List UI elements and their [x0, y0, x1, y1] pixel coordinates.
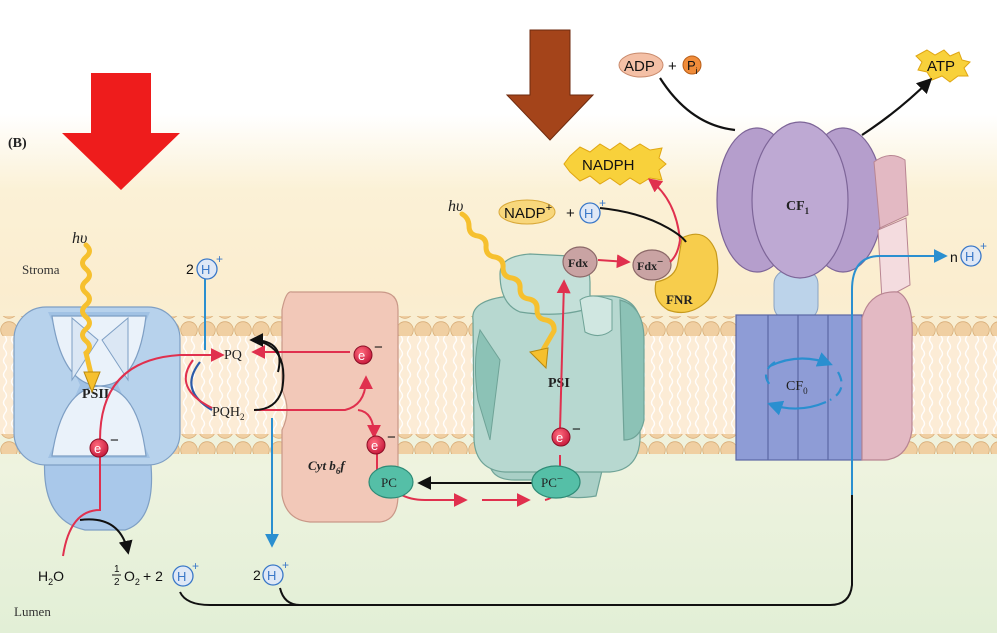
svg-text:H: H	[965, 249, 974, 264]
lumen-proton-join	[279, 587, 301, 606]
fdx-minus-bubble	[632, 249, 672, 281]
svg-text:+: +	[282, 558, 289, 572]
svg-text:O2: O2	[124, 568, 140, 587]
svg-text:+ 2: + 2	[143, 568, 163, 584]
psi-label: PSI	[548, 376, 570, 391]
lumen-label: Lumen	[14, 604, 51, 619]
pqh2-cycle-arrow	[251, 339, 285, 411]
light-arrowhead-psii	[83, 371, 101, 394]
psii-label: PSII	[82, 387, 109, 402]
adp-label: ADP	[624, 58, 655, 75]
svg-text:2: 2	[186, 261, 194, 277]
electron-psii: e −	[89, 432, 119, 458]
pc-minus-bubble	[531, 465, 581, 499]
svg-text:+: +	[980, 239, 987, 253]
fdx-minus-label: Fdx−	[637, 256, 663, 273]
atp-label: ATP	[927, 58, 955, 75]
pc-label: PC	[381, 475, 397, 490]
stroma-label: Stroma	[22, 262, 60, 277]
panel-label: (B)	[8, 136, 27, 151]
fnr-label: FNR	[666, 292, 693, 307]
svg-text:2: 2	[253, 567, 261, 583]
nadp-oval	[498, 199, 556, 225]
electron-cyt-bottom: e −	[366, 429, 396, 455]
hv-label-psi: hυ	[448, 198, 463, 215]
nadp-proton-label: H	[584, 206, 593, 221]
cf0-label: CF0	[786, 379, 808, 396]
nadp-proton-charge: +	[599, 196, 606, 210]
svg-text:e: e	[556, 430, 563, 445]
light-squiggle-psi	[459, 211, 557, 358]
svg-text:e: e	[94, 441, 101, 456]
atp-synthase	[716, 121, 913, 461]
oxygen-formula: 1 2 O2 + 2 H +	[112, 559, 199, 588]
svg-text:−: −	[110, 432, 119, 449]
svg-text:e: e	[358, 348, 365, 363]
hv-label-psii: hυ	[72, 230, 87, 247]
water-split-arrow	[79, 518, 133, 555]
svg-text:+: +	[192, 559, 199, 573]
pc-minus-label: PC−	[541, 473, 563, 490]
adp-plus: +	[668, 58, 677, 75]
proton-stroma-n: n H +	[950, 239, 987, 267]
pqh2-label: PQH2	[212, 405, 245, 422]
svg-text:+: +	[216, 252, 223, 266]
lumen-proton-line	[179, 495, 853, 606]
nadp-proton-circle	[579, 202, 601, 224]
light-arrow-left	[62, 73, 180, 190]
nadp-plus: +	[566, 205, 575, 222]
proton-lumen-cyt: 2 H +	[253, 558, 289, 586]
svg-text:H: H	[267, 568, 276, 583]
adp-oval	[618, 52, 664, 78]
nadp-reduction-arrow	[599, 207, 687, 243]
nadph-label: NADPH	[582, 157, 635, 174]
adp-to-cf1-arrow	[659, 77, 736, 132]
light-arrowhead-psi	[529, 347, 549, 370]
proton-stroma-psii: 2 H +	[186, 252, 223, 280]
cf1-label: CF1	[786, 199, 810, 216]
svg-text:e: e	[371, 438, 378, 453]
electron-cyt-top: e −	[353, 339, 383, 365]
svg-text:−: −	[387, 429, 396, 446]
svg-text:H: H	[201, 262, 210, 277]
svg-text:−: −	[374, 339, 383, 356]
h2o-label: H2O	[38, 568, 64, 587]
svg-text:2: 2	[114, 577, 120, 588]
fdx-bubble	[562, 246, 598, 278]
nadph-burst	[563, 142, 667, 186]
svg-text:n: n	[950, 249, 958, 265]
cf1-to-atp-arrow	[861, 77, 933, 136]
light-arrow-right	[505, 29, 595, 141]
svg-text:H: H	[177, 569, 186, 584]
pi-label: Pi	[687, 58, 698, 76]
fdx-label: Fdx	[568, 256, 588, 270]
pc-bubble	[368, 465, 414, 499]
cyt-b6f-label: Cyt b6f	[308, 458, 346, 476]
nadp-label: NADP+	[504, 202, 552, 222]
pq-label: PQ	[224, 348, 242, 363]
electron-psi: e −	[551, 421, 581, 447]
svg-text:1: 1	[114, 564, 120, 575]
electron-paths	[62, 178, 681, 557]
psii-complex	[13, 306, 181, 531]
fnr-enzyme	[654, 233, 719, 313]
pi-circle	[682, 55, 702, 75]
light-squiggle-psii	[80, 242, 95, 381]
proton-paths	[204, 249, 948, 548]
svg-text:−: −	[572, 421, 581, 438]
atp-burst	[915, 49, 971, 83]
